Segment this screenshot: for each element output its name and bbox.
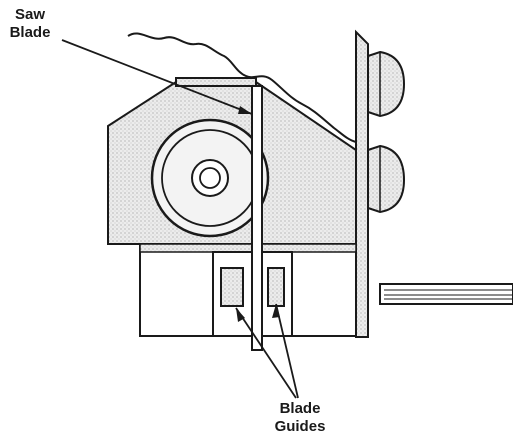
blade-guides-leader-right [275,303,299,399]
back-plate [355,29,369,338]
blade-guide-right [267,267,285,307]
roller-hub-outer [191,159,229,197]
saw-blade-label-line-2: Blade [9,24,51,41]
blade-guides-label: Blade Guides [262,400,338,436]
saw-blade-label: Saw Blade [0,6,60,42]
blade-guides-leader-left [235,307,297,399]
blade-guides-label-line-2: Guides [274,418,326,435]
housing-top-flange [175,77,257,87]
saw-blade [251,85,263,351]
blade-guides-label-line-1: Blade [279,400,321,417]
bolt-head-lower [367,144,406,214]
saw-blade-leader [61,39,253,115]
cutaway-break-line [127,32,357,143]
bolt-head-upper [367,50,406,118]
saw-blade-label-line-1: Saw [14,6,45,23]
workpiece-board [379,283,513,305]
roller-hub-inner [199,167,221,189]
blade-guide-left [220,267,244,307]
